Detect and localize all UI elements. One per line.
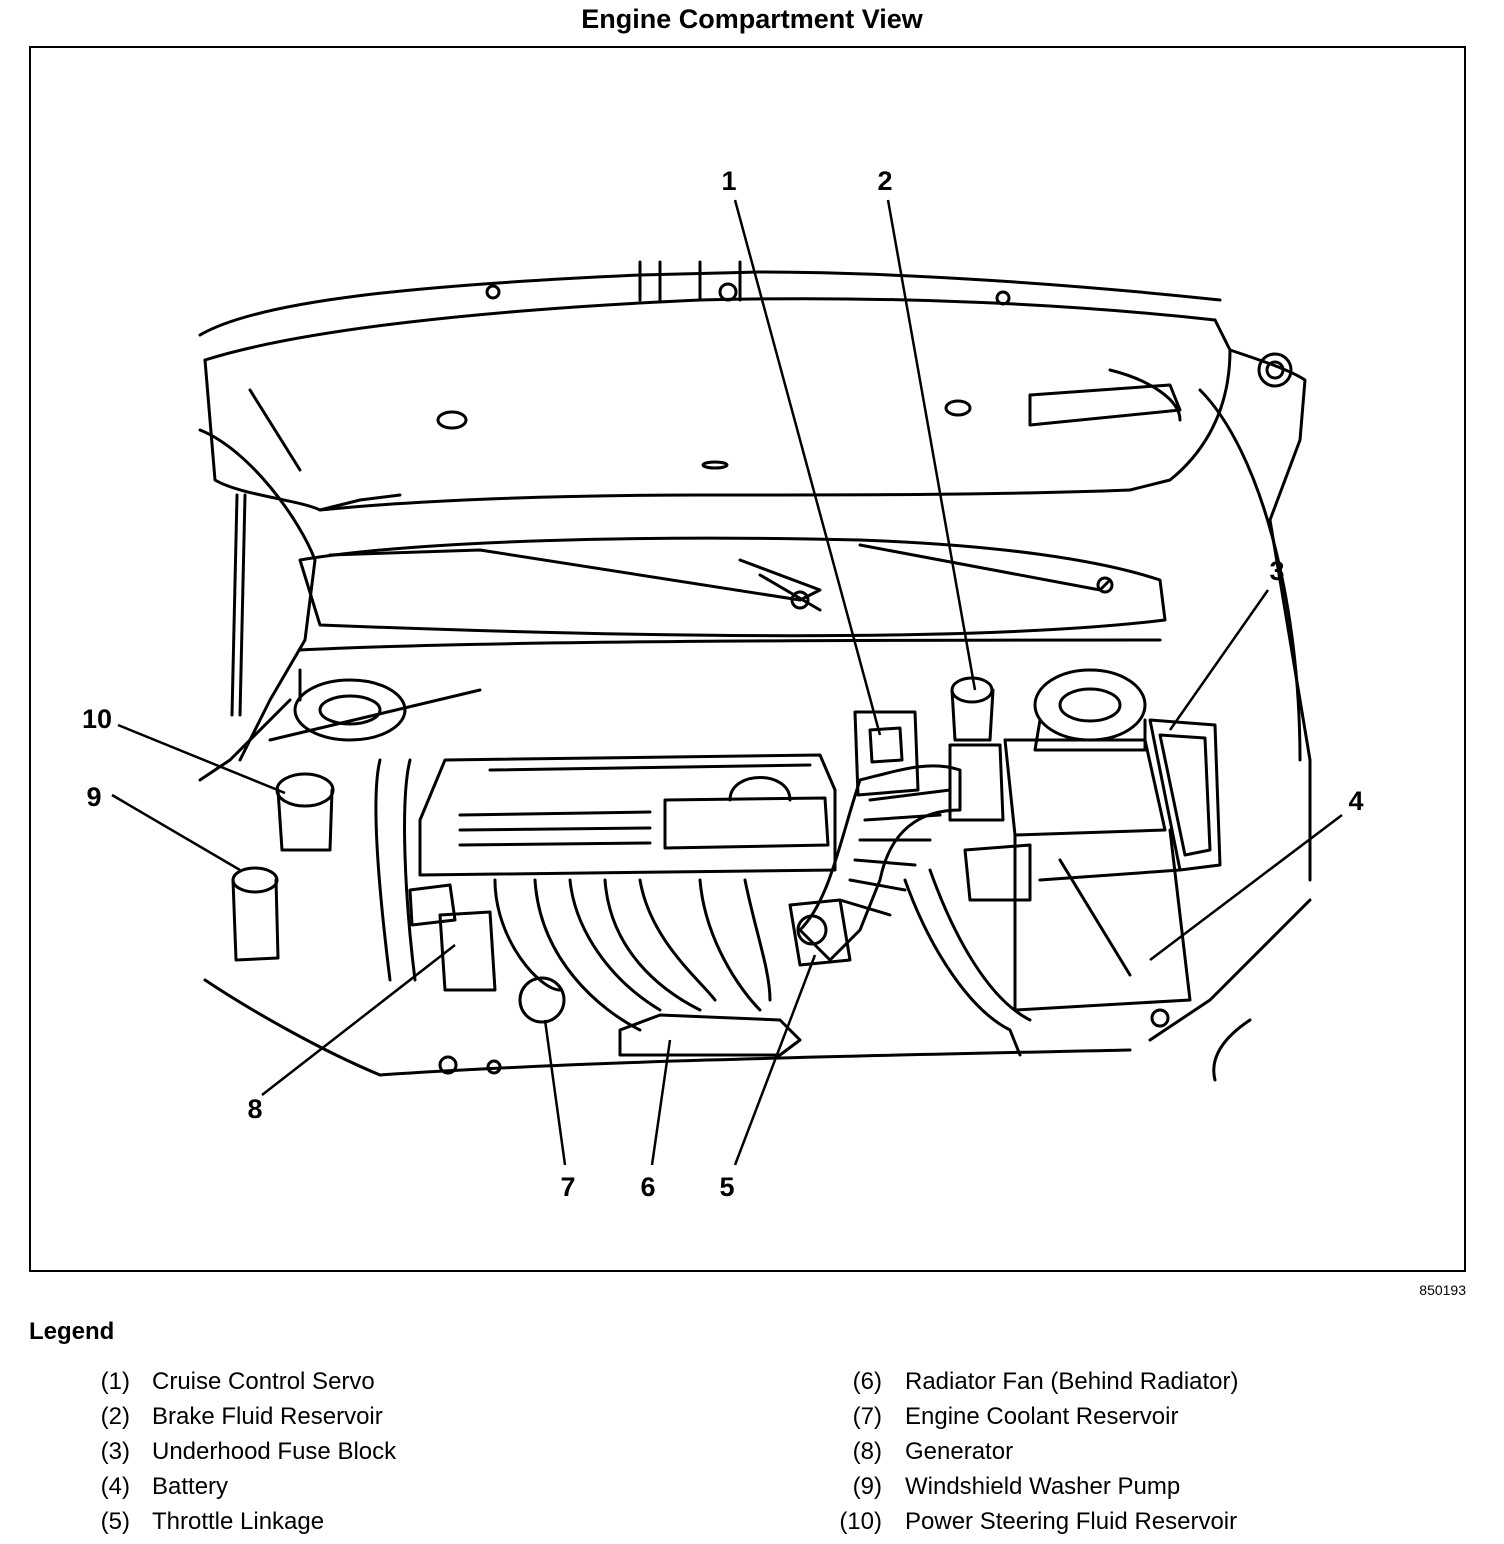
legend-item-label: Windshield Washer Pump (905, 1473, 1181, 1500)
legend-right-column: (6) Radiator Fan (Behind Radiator) (7) E… (810, 1368, 1410, 1543)
legend-item-label: Power Steering Fluid Reservoir (905, 1508, 1238, 1535)
figure-id: 850193 (1419, 1282, 1466, 1298)
legend-item: (7) Engine Coolant Reservoir (810, 1403, 1410, 1438)
generator (408, 883, 497, 992)
lower-radiator-hose-edge (928, 868, 1032, 1022)
front-crossmember (378, 1048, 1132, 1077)
windshield-washer-pump (231, 866, 280, 962)
legend-left-column: (1) Cruise Control Servo (2) Brake Fluid… (60, 1368, 660, 1543)
coolant-reservoir-cap (518, 976, 566, 1024)
brake-fluid-reservoir (948, 676, 1005, 822)
legend-item-number: (2) (100, 1403, 130, 1430)
right-fender (1148, 348, 1312, 1082)
legend-item-label: Throttle Linkage (152, 1508, 325, 1535)
callout-1: 1 (721, 166, 736, 196)
legend-item-number: (8) (852, 1438, 882, 1465)
legend-item-number: (7) (852, 1403, 882, 1430)
legend-item-label: Engine Coolant Reservoir (905, 1403, 1179, 1430)
legend-item-number: (1) (100, 1368, 130, 1395)
legend-item-number: (3) (100, 1438, 130, 1465)
legend-item-label: Generator (905, 1438, 1014, 1465)
engine-cover (418, 753, 837, 877)
diagram-frame (29, 46, 1466, 1272)
legend-item-label: Underhood Fuse Block (152, 1438, 397, 1465)
legend-item-label: Cruise Control Servo (152, 1368, 375, 1395)
underhood-fuse-block (1148, 718, 1222, 872)
callout-5: 5 (719, 1172, 734, 1202)
diagram-title: Engine Compartment View (581, 4, 923, 34)
legend-item-number: (5) (100, 1508, 130, 1535)
legend-item-number: (6) (852, 1368, 882, 1395)
legend-item-label: Radiator Fan (Behind Radiator) (905, 1368, 1239, 1395)
legend-item-number: (10) (839, 1508, 882, 1535)
callout-9: 9 (86, 782, 101, 812)
power-steering-reservoir (275, 772, 335, 852)
air-intake-duct (798, 764, 962, 962)
legend-item: (2) Brake Fluid Reservoir (60, 1403, 660, 1438)
leader-lines (111, 199, 1343, 1166)
callout-3: 3 (1269, 556, 1284, 586)
callout-6: 6 (640, 1172, 655, 1202)
legend-item: (3) Underhood Fuse Block (60, 1438, 660, 1473)
legend-item-number: (4) (100, 1473, 130, 1500)
legend-item: (1) Cruise Control Servo (60, 1368, 660, 1403)
legend-item: (4) Battery (60, 1473, 660, 1508)
callout-7: 7 (560, 1172, 575, 1202)
legend-heading: Legend (29, 1318, 115, 1345)
callout-10: 10 (82, 704, 112, 734)
callout-8: 8 (247, 1094, 262, 1124)
lower-radiator-hose (903, 878, 1022, 1057)
legend-item: (10) Power Steering Fluid Reservoir (810, 1508, 1410, 1543)
legend-item-label: Battery (152, 1473, 229, 1500)
upper-radiator-hose (374, 758, 417, 982)
strut-towers (293, 668, 1147, 752)
left-fender (198, 428, 382, 1077)
legend-item: (9) Windshield Washer Pump (810, 1473, 1410, 1508)
callout-numbers: 1 2 3 4 5 6 7 8 9 10 (82, 166, 1364, 1202)
intake-manifold (493, 878, 802, 1057)
callout-4: 4 (1348, 786, 1363, 816)
battery (963, 738, 1192, 1012)
callout-2: 2 (877, 166, 892, 196)
cowl-and-wipers (268, 536, 1167, 742)
legend-item: (5) Throttle Linkage (60, 1508, 660, 1543)
legend-item: (8) Generator (810, 1438, 1410, 1473)
cruise-control-servo (853, 710, 920, 797)
hood (198, 260, 1232, 512)
throttle-body (788, 898, 852, 967)
legend-item-label: Brake Fluid Reservoir (152, 1403, 383, 1430)
legend-item: (6) Radiator Fan (Behind Radiator) (810, 1368, 1410, 1403)
legend-item-number: (9) (852, 1473, 882, 1500)
